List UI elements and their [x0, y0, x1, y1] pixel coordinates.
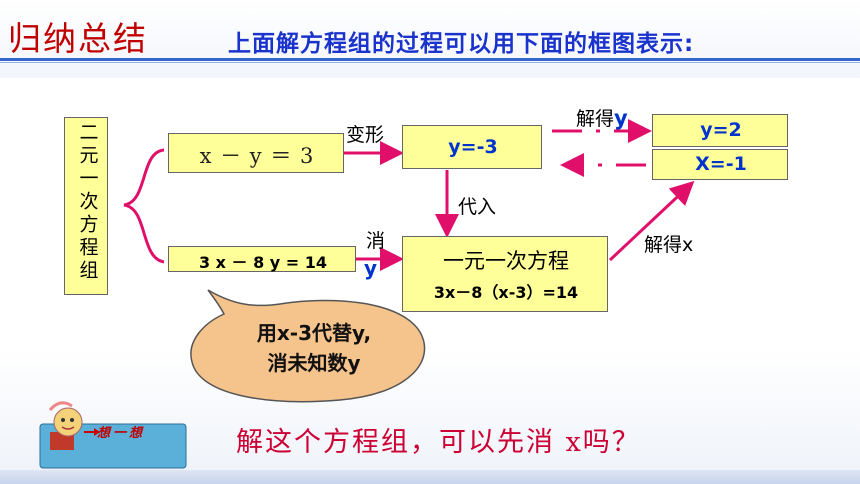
- linear-equation: 3x－8（x-3）=14: [433, 283, 579, 302]
- title-divider-thin: [0, 62, 860, 63]
- transform-label: 变形: [346, 124, 385, 146]
- solution-y: y=2: [700, 119, 742, 141]
- eliminate-variable: y: [364, 256, 378, 280]
- header-band: [0, 0, 860, 78]
- think-question: 解这个方程组，可以先消 x吗？: [236, 427, 641, 458]
- system-label: 二元一次方程组: [76, 122, 99, 283]
- substitute-label: 代入: [458, 196, 497, 218]
- system-label-box: 二元一次方程组: [64, 117, 108, 295]
- solution-y-box: y=2: [652, 114, 788, 147]
- arrow-solve-x: [608, 180, 695, 262]
- equation-2-box: 3 x － 8 y = 14: [168, 246, 356, 272]
- solve-y-label: 解得y: [576, 104, 628, 131]
- think-icon-label: 想一想: [97, 426, 146, 441]
- bottom-band: [0, 470, 860, 484]
- solution-x-box: X=-1: [652, 149, 788, 180]
- solution-x: X=-1: [695, 153, 747, 175]
- speech-bubble-shape: [190, 289, 426, 403]
- solve-y-label-text: 解得: [576, 108, 615, 130]
- linear-equation-title: 一元一次方程: [443, 249, 569, 273]
- equation-2: 3 x － 8 y = 14: [198, 253, 328, 272]
- page-subtitle: 上面解方程组的过程可以用下面的框图表示:: [228, 31, 695, 57]
- equation-1: x － y ＝ 3: [199, 144, 315, 168]
- solve-y-label-var: y: [614, 106, 628, 130]
- think-icon: [39, 401, 187, 469]
- linear-equation-box: 一元一次方程 3x－8（x-3）=14: [402, 236, 608, 312]
- equation-1-box: x － y ＝ 3: [168, 133, 344, 173]
- brace-icon: [123, 148, 165, 264]
- solve-x-label: 解得x: [644, 234, 694, 256]
- transform-result: y=-3: [448, 136, 498, 158]
- eliminate-label: 消: [366, 230, 386, 252]
- transform-result-box: y=-3: [402, 125, 542, 169]
- bubble-line-1: 用x-3代替y,: [256, 321, 372, 345]
- page-title: 归纳总结: [8, 19, 148, 58]
- speech-bubble-text: 用x-3代替y, 消未知数y: [224, 318, 404, 378]
- title-divider: [0, 58, 860, 61]
- bubble-line-2: 消未知数y: [267, 351, 361, 375]
